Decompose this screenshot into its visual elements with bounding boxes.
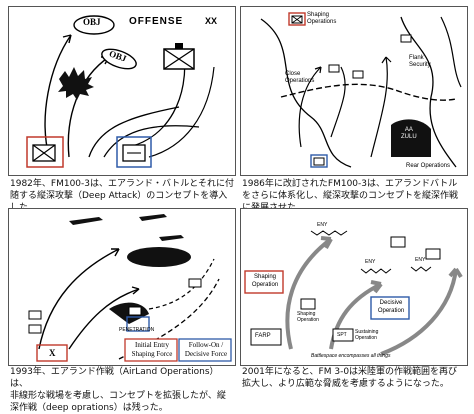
shaping-operation-box: [244, 270, 284, 294]
xx-label: XX: [205, 16, 218, 26]
shaping-operation-b-label: Shaping Operation: [297, 311, 319, 323]
shaping-operations-label: Shaping Operations: [307, 12, 337, 25]
decisive-operation-label: Decisive Operation: [377, 300, 405, 314]
aa-zulu-label: AA ZULU: [401, 127, 417, 140]
offense-label: OFFENSE: [129, 16, 184, 27]
obj-label-1: OBJ: [83, 17, 101, 27]
caption-line: 随する縦深攻撃（Deep Attack）のコンセプトを導入: [10, 191, 228, 201]
enemy-explosion-icon: [58, 67, 94, 100]
panel-1986-diagram: Shaping Operations Flank Security Close …: [240, 6, 468, 176]
blue-highlight-box: [116, 136, 152, 168]
spt-label: SPT: [337, 332, 347, 338]
deep-attack-sketch: [26, 15, 215, 168]
follow-on-label: Follow-On / Decisive Force: [184, 341, 228, 358]
blue-highlight-box: [126, 316, 150, 332]
caption-1993: 1993年、エアランド作戦（AirLand Operations）は、 非線形な…: [10, 366, 236, 414]
red-highlight-box: [36, 344, 68, 362]
panel-2001-diagram: Shaping Operation Decisive Operation Sha…: [240, 208, 468, 366]
objective-ellipse-2: [101, 48, 137, 70]
eny-label-2: ENY: [365, 259, 376, 265]
zulu-area: [391, 119, 431, 157]
caption-line: 深作戦（deep oprations）は残った。: [10, 403, 168, 413]
penetration-label: PENETRATION: [119, 327, 155, 333]
initial-entry-legend: [124, 338, 178, 362]
battlespace-label: Battlespace encompasses all things: [311, 353, 391, 359]
red-highlight-box: [288, 12, 306, 26]
rear-operations-label: Rear Operations: [406, 163, 451, 169]
sustaining-operation-label: Sustaining Operation: [355, 329, 379, 341]
panel-1993-diagram: PENETRATION X Initial Entry Shaping Forc…: [8, 208, 236, 366]
decisive-operation-box: [370, 296, 410, 320]
eny-label-1: ENY: [317, 222, 328, 228]
caption-line: 拡大し、より広範な脅威を考慮するようになった。: [242, 379, 449, 389]
blue-highlight-box: [310, 154, 328, 168]
initial-entry-label: Initial Entry Shaping Force: [131, 341, 173, 358]
eny-label-3: ENY: [415, 257, 426, 263]
x-label: X: [49, 348, 56, 358]
shaping-operation-label: Shaping Operation: [251, 274, 279, 288]
close-operations-label: Close Operations: [285, 71, 315, 84]
caption-line: 2001年になると、FM 3-0は米陸軍の作戦範囲を再び: [242, 367, 458, 377]
caption-line: 非線形な戦場を考慮し、コンセプトを拡張したが、縦: [10, 391, 226, 401]
airland-operations-sketch: [28, 214, 232, 362]
caption-line: 1993年、エアランド作戦（AirLand Operations）は、: [10, 367, 219, 389]
caption-line: 1982年、FM100-3は、エアランド・バトルとそれに付: [10, 179, 234, 189]
panel-1982-diagram: OBJ OBJ OFFENSE XX: [8, 6, 236, 176]
farp-label: FARP: [255, 333, 271, 339]
red-highlight-box: [26, 136, 64, 168]
deep-operations-sketch: [260, 12, 462, 168]
caption-2001: 2001年になると、FM 3-0は米陸軍の作戦範囲を再び 拡大し、より広範な脅威…: [242, 366, 468, 390]
follow-on-legend: [178, 338, 232, 362]
flank-security-label: Flank Security: [409, 55, 431, 68]
enemy-mass: [127, 247, 191, 267]
full-spectrum-sketch: [244, 230, 463, 356]
caption-line: 1986年に改訂されたFM100-3は、エアランドバトル: [242, 179, 458, 189]
caption-line: をさらに体系化し、縦深攻撃のコンセプトを縦深作戦: [242, 191, 459, 201]
objective-ellipse-1: [73, 15, 115, 35]
